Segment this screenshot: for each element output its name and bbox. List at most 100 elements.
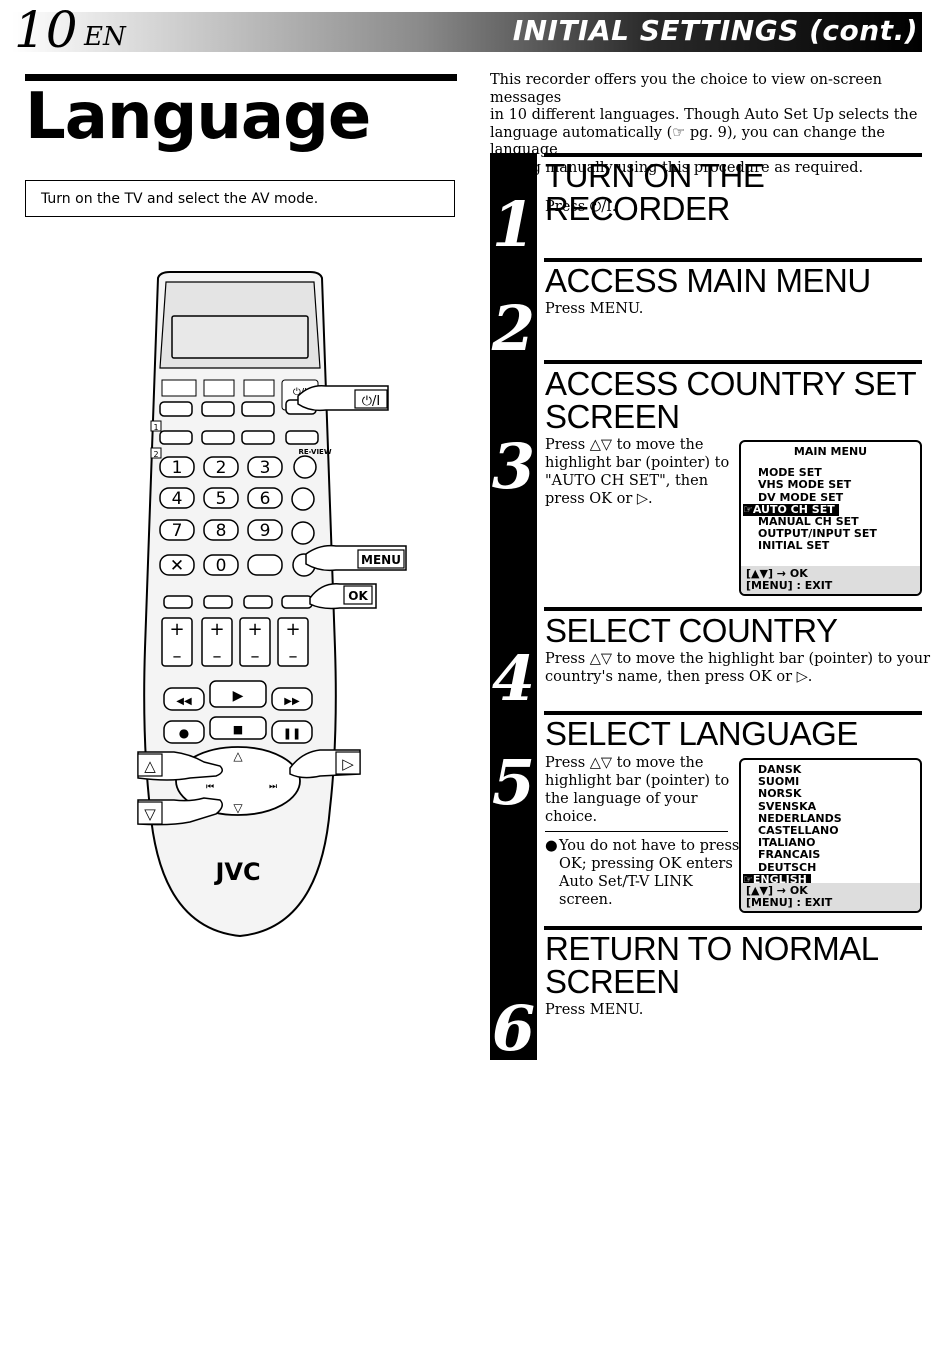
step-note-5: ● You do not have to press OK; pressing … (545, 838, 740, 908)
svg-text:▷: ▷ (342, 755, 354, 773)
osd-item: DEUTSCH (758, 860, 817, 874)
svg-text:9: 9 (260, 521, 271, 541)
note-divider (545, 831, 728, 832)
step-number-3: 3 (491, 430, 536, 503)
review-label: RE-VIEW (298, 448, 331, 456)
svg-text:✕: ✕ (170, 556, 184, 576)
svg-text:3: 3 (260, 458, 271, 478)
svg-text:■: ■ (233, 723, 243, 736)
bullet-icon: ● (545, 838, 558, 854)
power-callout: ⏻/I (297, 384, 389, 412)
step-heading-2: ACCESS MAIN MENU (545, 262, 871, 299)
svg-text:0: 0 (216, 556, 227, 576)
jvc-logo: JVC (213, 858, 260, 886)
step-rule-3 (544, 360, 922, 364)
right-callout: ▷ (289, 749, 361, 779)
step-number-6: 6 (491, 992, 536, 1065)
svg-text:+: + (209, 619, 224, 640)
osd-item: DANSK (758, 763, 802, 776)
page-number: 10 (14, 1, 78, 59)
page-language: EN (84, 22, 126, 52)
svg-text:△: △ (233, 749, 243, 763)
svg-text:⏭: ⏭ (269, 782, 277, 792)
step-text-3: Press △▽ to move the highlight bar (poin… (545, 437, 730, 507)
title-rule (25, 74, 457, 81)
svg-text:◀◀: ◀◀ (176, 696, 192, 707)
osd-item: NEDERLANDS (758, 811, 842, 825)
osd-item-selected: ☞AUTO CH SET (741, 503, 920, 517)
osd-item: DV MODE SET (758, 490, 844, 504)
svg-text:⏮: ⏮ (206, 782, 214, 792)
step-text-4: Press △▽ to move the highlight bar (poin… (545, 651, 931, 685)
step-rule-5 (544, 711, 922, 715)
language-osd: DANSK SUOMI NORSK SVENSKA NEDERLANDS CAS… (739, 758, 922, 913)
osd-item: NORSK (758, 787, 802, 801)
osd-item: OUTPUT/INPUT SET (758, 527, 877, 541)
svg-text:8: 8 (216, 521, 227, 541)
osd-item: MODE SET (758, 466, 822, 480)
menu-callout: MENU (305, 544, 407, 572)
prep-note: Turn on the TV and select the AV mode. (25, 180, 455, 217)
step-rule-2 (544, 258, 922, 262)
osd-item: MANUAL CH SET (758, 515, 859, 529)
svg-text:▶: ▶ (233, 688, 244, 704)
step-text-2: Press MENU. (545, 301, 644, 317)
step-number-4: 4 (491, 642, 536, 715)
step-rule-6 (544, 926, 922, 930)
svg-text:–: – (173, 646, 182, 667)
svg-text:1: 1 (153, 423, 158, 432)
step-number-5: 5 (491, 746, 536, 819)
remote-control-illustration: ⏻/I 1 2 RE-VIEW 1 2 3 4 5 6 7 8 9 ✕ 0 (137, 271, 407, 938)
osd-footer: [▲▼] → OK [MENU] : EXIT (741, 882, 920, 911)
svg-text:⏻/I: ⏻/I (293, 387, 307, 398)
svg-text:2: 2 (153, 450, 158, 459)
osd-item: ITALIANO (758, 836, 816, 850)
osd-title: MAIN MENU (793, 445, 868, 458)
remote-display (171, 315, 309, 359)
step-text-1: Press ⏻/I. (545, 199, 617, 215)
step-number-2: 2 (491, 292, 536, 365)
svg-text:–: – (251, 646, 260, 667)
svg-text:OK: OK (348, 589, 368, 603)
svg-text:+: + (169, 619, 184, 640)
section-title: INITIAL SETTINGS (cont.) (512, 14, 918, 47)
step-heading-6: RETURN TO NORMAL SCREEN (545, 930, 879, 1000)
svg-text:6: 6 (260, 489, 271, 509)
svg-text:▽: ▽ (233, 801, 243, 815)
svg-text:1: 1 (172, 458, 183, 478)
osd-item: CASTELLANO (758, 824, 839, 838)
step-heading-3: ACCESS COUNTRY SET SCREEN (545, 365, 917, 435)
osd-item: SVENSKA (758, 799, 817, 813)
step-heading-4: SELECT COUNTRY (545, 612, 838, 649)
osd-footer: [▲▼] → OK [MENU] : EXIT (741, 565, 920, 594)
page-title: Language (25, 80, 371, 154)
main-menu-osd: MAIN MENU MODE SET VHS MODE SET DV MODE … (739, 440, 922, 596)
svg-text:MENU: MENU (361, 553, 401, 567)
step-heading-1: TURN ON THE RECORDER (545, 157, 765, 227)
svg-text:–: – (289, 646, 298, 667)
svg-text:–: – (213, 646, 222, 667)
osd-item: INITIAL SET (758, 539, 830, 553)
svg-text:△: △ (144, 757, 156, 775)
step-text-5: Press △▽ to move the highlight bar (poin… (545, 755, 730, 825)
step-number-1: 1 (491, 188, 536, 261)
svg-text:2: 2 (216, 458, 227, 478)
step-bar (490, 153, 537, 1060)
svg-text:7: 7 (172, 521, 183, 541)
ok-callout: OK (309, 583, 377, 610)
svg-text:▶▶: ▶▶ (284, 696, 300, 707)
svg-text:⏻/I: ⏻/I (362, 394, 381, 409)
svg-text:●: ● (179, 726, 189, 740)
svg-text:▽: ▽ (144, 805, 156, 823)
header-bar (12, 12, 922, 52)
step-rule-1 (544, 153, 922, 157)
osd-item: VHS MODE SET (758, 478, 852, 492)
svg-text:❚❚: ❚❚ (283, 727, 301, 740)
svg-text:4: 4 (172, 489, 183, 509)
svg-text:5: 5 (216, 489, 227, 509)
numeric-keypad[interactable]: 1 2 3 4 5 6 7 8 9 ✕ 0 (159, 456, 283, 576)
step-heading-5: SELECT LANGUAGE (545, 715, 858, 752)
step-text-6: Press MENU. (545, 1002, 644, 1018)
down-callout: ▽ (137, 797, 223, 826)
svg-text:+: + (285, 619, 300, 640)
